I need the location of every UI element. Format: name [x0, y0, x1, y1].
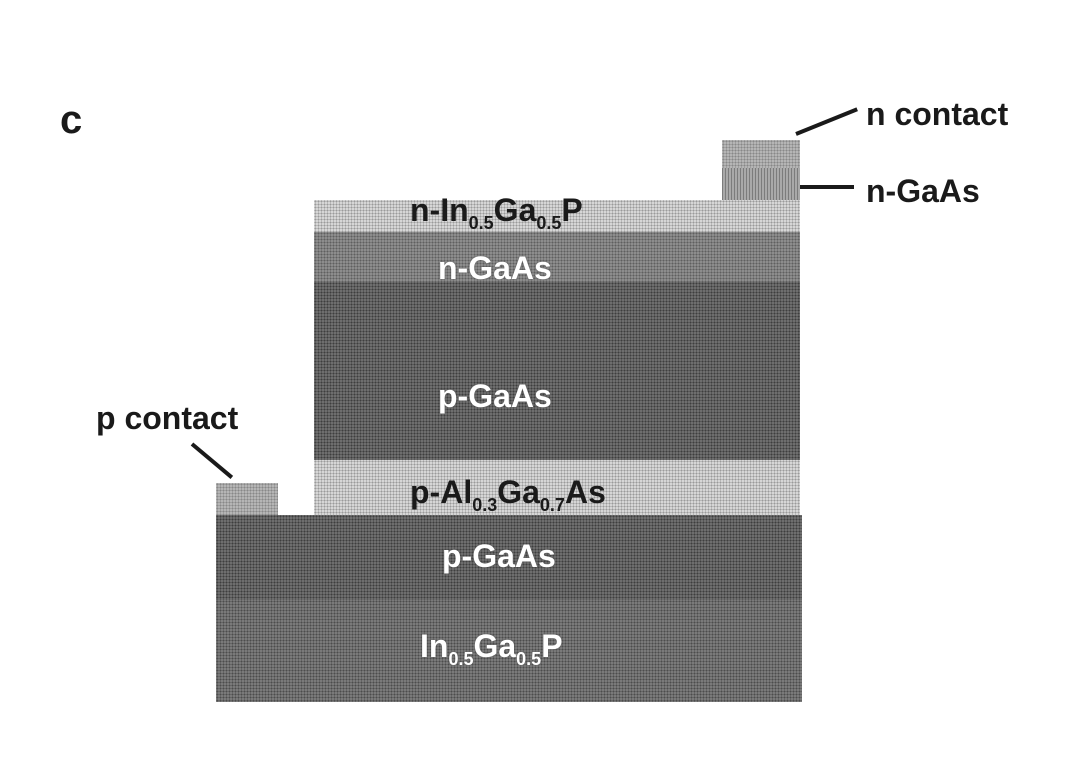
n-gaas-contact-label: n-GaAs [866, 175, 980, 207]
n-contact-gaas-cap [722, 168, 800, 200]
p-contact-leader-line [191, 442, 233, 478]
panel-label: c [60, 100, 82, 140]
p-contact-metal [216, 483, 278, 515]
n-contact-metal [722, 140, 800, 168]
n-gaas-label: n-GaAs [438, 252, 552, 284]
p-gaas-bottom-label: p-GaAs [442, 540, 556, 572]
p-gaas-top-label: p-GaAs [438, 380, 552, 412]
n-gaas-leader-line [800, 185, 854, 189]
layer-p-gaas-top [314, 282, 800, 460]
layer-n-gaas [314, 232, 800, 282]
p-contact-label: p contact [96, 402, 238, 434]
ingap-label: In0.5Ga0.5P [420, 630, 563, 662]
n-contact-leader-line [795, 107, 858, 135]
n-ingap-label: n-In0.5Ga0.5P [410, 194, 583, 226]
p-algaas-label: p-Al0.3Ga0.7As [410, 476, 606, 508]
n-contact-label: n contact [866, 98, 1008, 130]
